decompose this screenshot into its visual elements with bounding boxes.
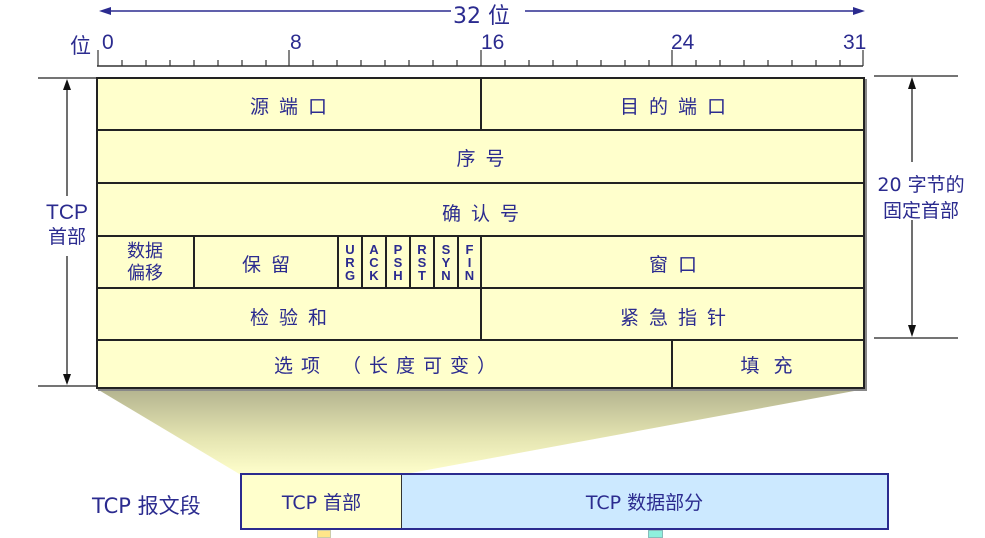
flag-letter: S — [417, 255, 427, 270]
flag-letter: G — [344, 268, 356, 283]
flag-fin: F I N — [458, 237, 481, 288]
bit-ruler — [97, 50, 865, 68]
col-divider — [337, 236, 339, 288]
field-sequence-number: 序号 — [456, 147, 515, 170]
flag-letter: S — [393, 255, 403, 270]
tcp-segment-bar: TCP 首部 TCP 数据部分 — [240, 473, 889, 530]
tcp-header-label-line2: 首部 — [47, 226, 86, 248]
segment-data-part: TCP 数据部分 — [402, 475, 887, 528]
col-divider — [409, 236, 411, 288]
bit-tick-24: 24 — [671, 31, 695, 54]
field-window: 窗口 — [648, 253, 707, 276]
flag-letter: F — [465, 242, 474, 257]
bit-tick-31: 31 — [843, 31, 867, 54]
col-divider — [385, 236, 387, 288]
row-divider — [97, 339, 864, 341]
flag-syn: S Y N — [434, 237, 458, 288]
row-divider — [97, 129, 864, 131]
field-data-offset: 数据 偏移 — [97, 237, 193, 288]
bit-tick-16: 16 — [481, 31, 505, 54]
flag-ack: A C K — [362, 237, 386, 288]
segment-label: TCP 报文段 — [92, 494, 201, 518]
flag-letter: K — [369, 268, 379, 283]
flag-letter: R — [417, 242, 427, 257]
fixed-header-label: 20 字节的 固定首部 — [866, 172, 976, 224]
segment-header-label: TCP 首部 — [281, 492, 362, 514]
width-label: 32 位 — [453, 4, 510, 29]
segment-data-label: TCP 数据部分 — [585, 492, 704, 514]
bit-tick-0: 0 — [102, 31, 114, 54]
double-arrow-icon — [99, 7, 865, 15]
flag-letter: U — [345, 242, 355, 257]
fixed-header-label-line1: 20 字节的 — [877, 174, 965, 196]
ruler-ticks-icon — [97, 50, 864, 67]
flag-letter: I — [467, 255, 472, 270]
flag-letter: N — [464, 268, 475, 283]
field-options: 选项 （长度可变） — [273, 355, 505, 377]
flag-letter: A — [369, 242, 379, 257]
bit-tick-8: 8 — [290, 31, 302, 54]
header-height-arrow-icon — [38, 77, 96, 387]
col-divider — [433, 236, 435, 288]
field-source-port: 源端口 — [249, 95, 337, 118]
row-divider — [97, 182, 864, 184]
flag-letter: H — [393, 268, 403, 283]
col-divider — [361, 236, 363, 288]
tcp-header-label-line1: TCP — [46, 201, 88, 224]
data-offset-line2: 偏移 — [127, 262, 163, 284]
field-reserved: 保留 — [241, 254, 300, 276]
header-marker — [317, 530, 331, 538]
bit-axis-prefix: 位 — [70, 34, 91, 58]
col-divider — [480, 236, 482, 340]
col-divider — [480, 78, 482, 130]
flag-urg: U R G — [338, 237, 362, 288]
col-divider — [671, 340, 673, 388]
flag-letter: T — [418, 268, 426, 283]
field-urgent-pointer: 紧急指针 — [619, 307, 736, 329]
tcp-header-label: TCP 首部 — [40, 201, 94, 249]
field-padding: 填充 — [740, 355, 807, 377]
flag-rst: R S T — [410, 237, 434, 288]
data-marker — [648, 530, 663, 538]
field-dest-port: 目的端口 — [619, 95, 736, 118]
fixed-header-arrow-icon — [874, 75, 958, 339]
flag-psh: P S H — [386, 237, 410, 288]
flag-letter: P — [393, 242, 403, 257]
fixed-header-label-line2: 固定首部 — [882, 200, 959, 222]
flag-letter: R — [345, 255, 355, 270]
flag-letter: C — [369, 255, 379, 270]
data-offset-line1: 数据 — [127, 240, 163, 262]
flag-letter: S — [441, 242, 451, 257]
segment-header-part: TCP 首部 — [242, 475, 402, 528]
flag-letter: N — [441, 268, 451, 283]
col-divider — [457, 236, 459, 288]
width-arrow: 32 位 — [99, 0, 865, 29]
flag-letter: Y — [441, 255, 451, 270]
col-divider — [193, 236, 195, 288]
field-ack-number: 确认号 — [441, 202, 529, 225]
field-checksum: 检验和 — [249, 307, 337, 329]
